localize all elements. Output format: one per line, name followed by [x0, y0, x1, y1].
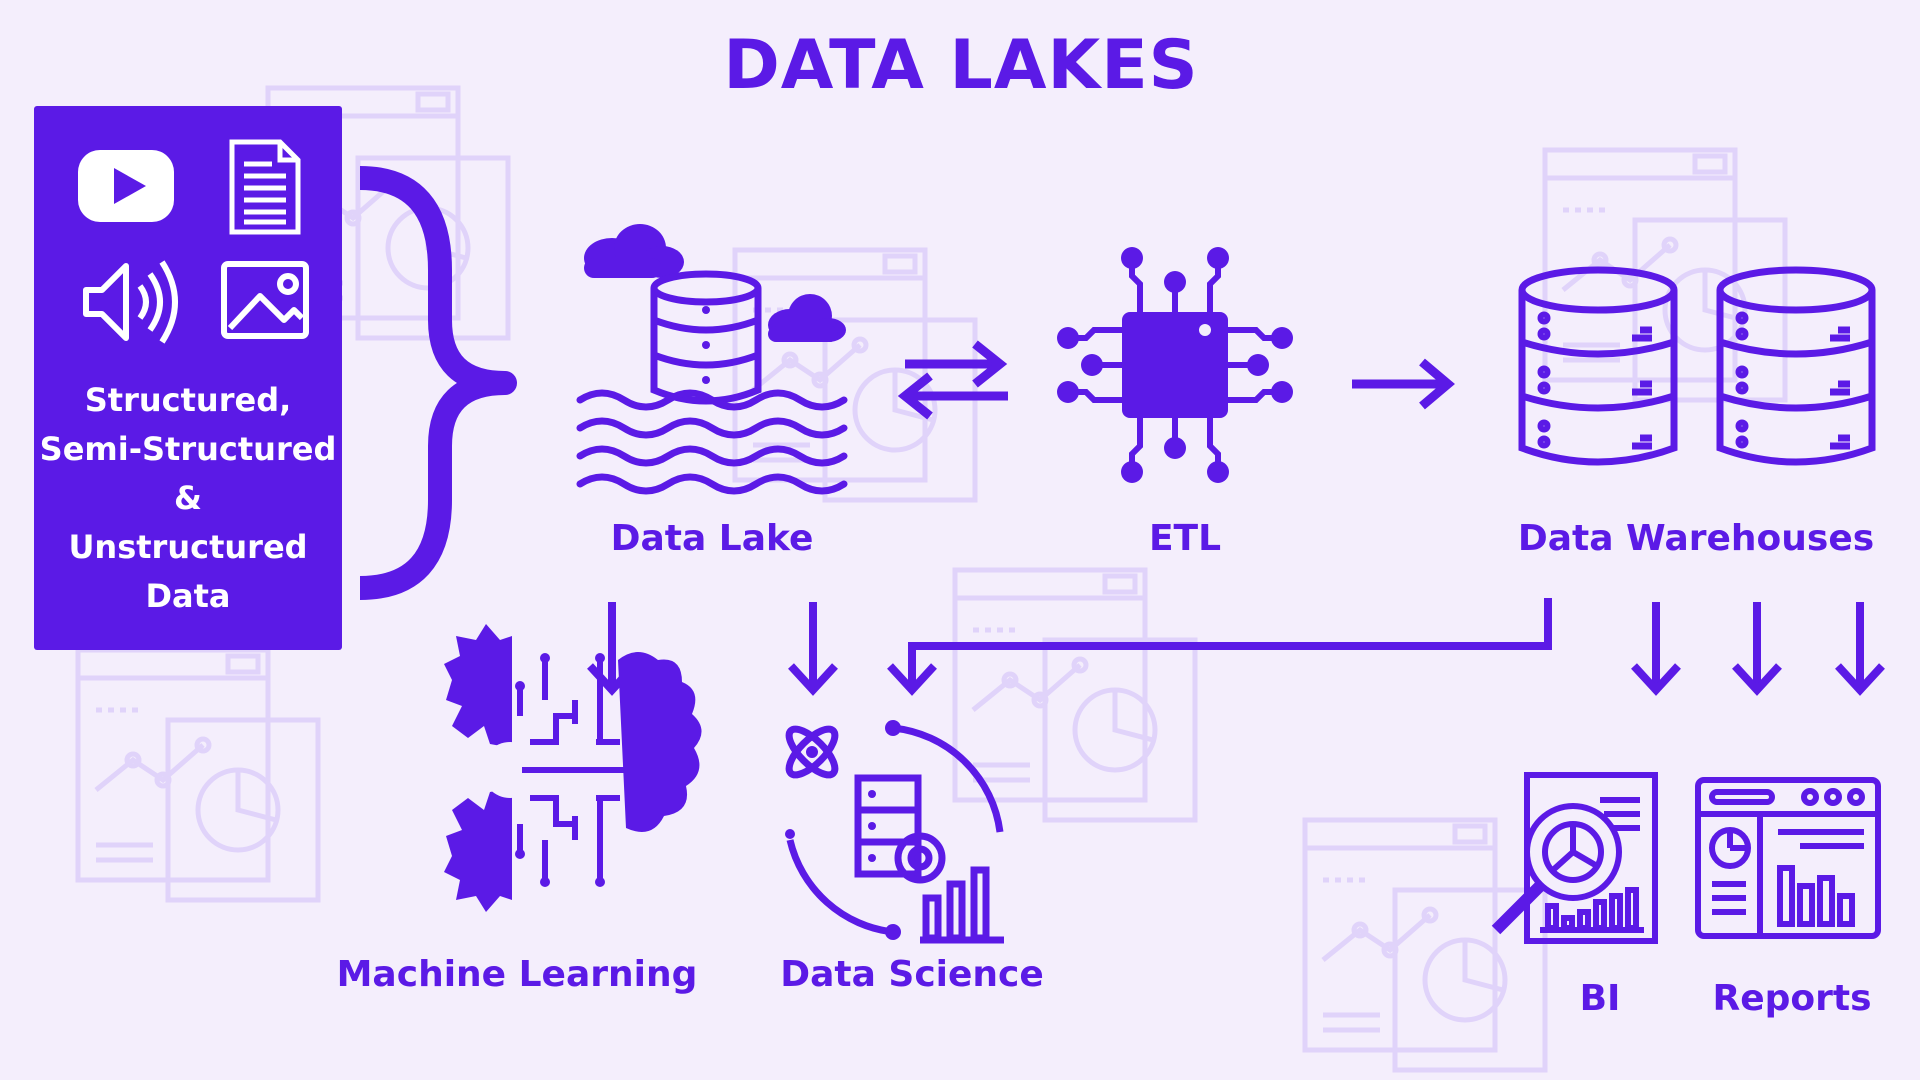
etl-label: ETL	[1148, 518, 1222, 559]
flow-arrows	[587, 598, 1885, 696]
machine-learning-icon	[444, 624, 702, 912]
source-line: Semi-Structured	[39, 430, 337, 468]
data-lake-icon	[576, 224, 848, 495]
video-play-icon	[78, 150, 174, 222]
source-line: Data	[145, 577, 231, 615]
data-science-icon	[785, 720, 1004, 944]
data-warehouses-label: Data Warehouses	[1517, 518, 1875, 559]
reports-dashboard-icon	[1695, 777, 1881, 939]
image-icon	[221, 261, 309, 339]
source-line: &	[174, 479, 202, 517]
source-line: Unstructured	[68, 528, 308, 566]
page-title: DATA LAKES	[723, 26, 1199, 105]
bi-report-icon	[1491, 772, 1658, 944]
data-sources-panel: Structured, Semi-Structured & Unstructur…	[34, 106, 342, 650]
audio-speaker-icon	[83, 260, 178, 344]
document-icon	[229, 139, 301, 235]
machine-learning-label: Machine Learning	[336, 954, 698, 995]
reports-label: Reports	[1712, 978, 1872, 1019]
bidirectional-arrows-icon	[897, 340, 1008, 420]
etl-chip-icon	[1057, 247, 1293, 483]
arrow-right-icon	[1352, 358, 1455, 410]
source-line: Structured,	[84, 381, 292, 419]
curly-brace	[359, 166, 517, 600]
data-lake-label: Data Lake	[610, 518, 814, 559]
data-sources-label: Structured, Semi-Structured & Unstructur…	[38, 376, 338, 621]
bi-label: BI	[1579, 978, 1621, 1019]
data-warehouses-icon	[1518, 266, 1876, 466]
data-science-label: Data Science	[780, 954, 1044, 995]
